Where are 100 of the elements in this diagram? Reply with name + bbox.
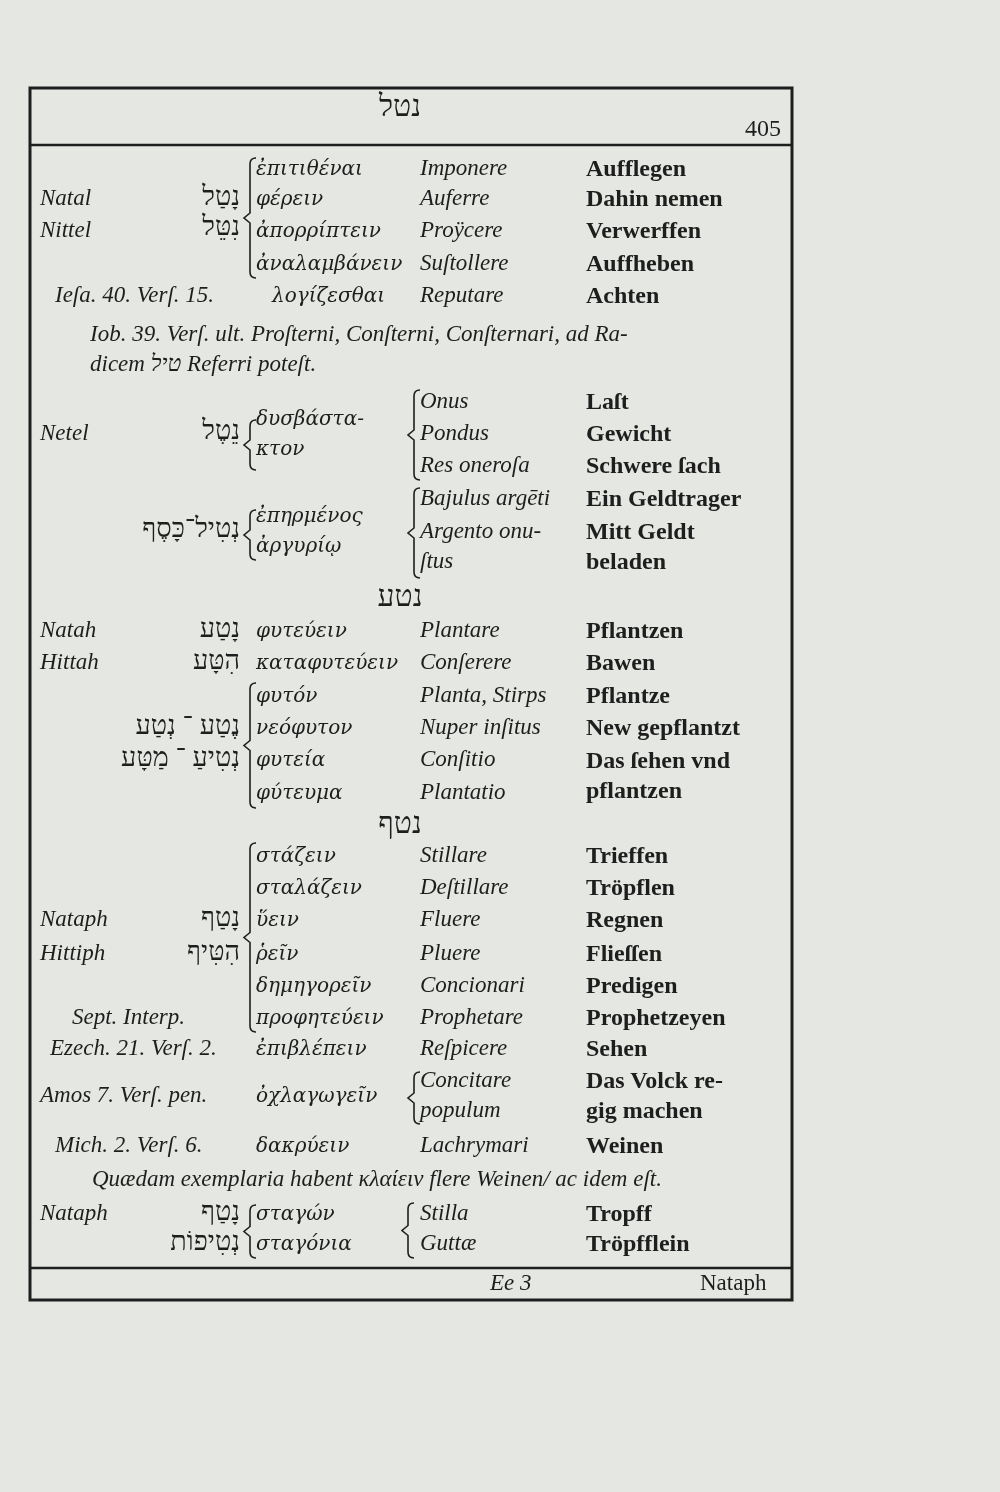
greek-word: σταγόνια xyxy=(256,1230,352,1257)
page-number: 405 xyxy=(745,114,781,143)
german-word: Predigen xyxy=(586,971,678,1000)
german-word: Weinen xyxy=(586,1131,664,1160)
hebrew-word: נָטַף xyxy=(200,902,240,932)
latin-word: Argento onu- ſtus xyxy=(420,517,543,575)
latin-word: Guttæ xyxy=(420,1229,477,1257)
catchword: Nataph xyxy=(700,1269,767,1297)
greek-word: ἀπορρίπτειν xyxy=(256,217,381,244)
greek-word: φύτευμα xyxy=(256,779,343,806)
greek-word: φυτεύειν xyxy=(256,617,347,644)
german-word: Bawen xyxy=(586,648,656,677)
verse-reference: Amos 7. Verſ. pen. xyxy=(40,1081,208,1109)
german-word: Pflantzen xyxy=(586,616,684,645)
latin-word: Planta, Stirps xyxy=(420,681,547,709)
transliteration: Natal xyxy=(40,184,92,212)
transliteration: Hittiph xyxy=(40,939,106,967)
german-word: Das ſehen vnd pflantzen xyxy=(586,746,732,805)
latin-word: Bajulus argēti xyxy=(420,484,551,512)
hebrew-word: נֵטֶל xyxy=(202,415,240,445)
note-text: Quædam exemplaria habent κλαίειν flere Weinen/ ac idem eſt. xyxy=(92,1165,662,1193)
german-word: Tröpflen xyxy=(586,873,675,902)
greek-word: καταφυτεύειν xyxy=(256,649,399,676)
german-word: Ein Geldtrager xyxy=(586,484,742,513)
greek-word: ῥεῖν xyxy=(256,940,299,967)
greek-word: στάζειν xyxy=(256,842,336,869)
hebrew-word: נְטִיעַ ־ מַטָּע xyxy=(121,742,240,772)
german-word: Verwerffen xyxy=(586,216,702,245)
german-word: Trieffen xyxy=(586,841,669,870)
german-word: Gewicht xyxy=(586,419,672,448)
verse-reference: Sept. Interp. xyxy=(72,1003,186,1031)
hebrew-word: הִטָּע xyxy=(192,645,240,675)
greek-word: προφητεύειν xyxy=(256,1004,384,1031)
german-word: Tröpfflein xyxy=(586,1229,690,1258)
verse-reference: Ezech. 21. Verſ. 2. xyxy=(50,1034,217,1062)
latin-word: Prophetare xyxy=(420,1003,524,1031)
latin-word: Plantare xyxy=(420,616,500,644)
german-word: Das Volck re- gig machen xyxy=(586,1066,724,1125)
latin-word: Reſpicere xyxy=(420,1034,508,1062)
latin-word: Auferre xyxy=(420,184,490,212)
latin-word: Plantatio xyxy=(420,778,506,806)
latin-word: Stillare xyxy=(420,841,487,869)
german-word: Tropff xyxy=(586,1199,652,1228)
greek-word: ὕειν xyxy=(256,906,299,933)
latin-word: Fluere xyxy=(420,905,481,933)
greek-word: σταγών xyxy=(256,1200,335,1227)
transliteration: Nittel xyxy=(40,216,92,244)
german-word: Sehen xyxy=(586,1034,648,1063)
latin-word: Pondus xyxy=(420,419,489,447)
greek-word: φυτόν xyxy=(256,682,318,709)
latin-word: Stilla xyxy=(420,1199,469,1227)
latin-word: Onus xyxy=(420,387,469,415)
greek-word: φέρειν xyxy=(256,185,324,212)
german-word: Auffheben xyxy=(586,249,694,278)
german-word: Aufflegen xyxy=(586,154,686,183)
hebrew-word: נָטַע xyxy=(199,613,240,643)
german-word: Prophetzeyen xyxy=(586,1003,726,1032)
greek-word: δυσβάστα- κτον xyxy=(256,405,365,462)
latin-word: Concitare populum xyxy=(420,1066,513,1124)
greek-word: δημηγορεῖν xyxy=(256,972,372,999)
latin-word: Nuper inſitus xyxy=(420,713,541,741)
latin-word: Suſtollere xyxy=(420,249,509,277)
hebrew-root-heading: נטל xyxy=(379,91,421,121)
latin-word: Deſtillare xyxy=(420,873,509,901)
hebrew-root-heading: נטע xyxy=(377,581,423,611)
hebrew-word: נָטַל xyxy=(202,181,240,211)
greek-word: ἐπιβλέπειν xyxy=(256,1035,367,1062)
german-word: Pflantze xyxy=(586,681,670,710)
latin-word: Lachrymari xyxy=(420,1131,529,1159)
greek-word: νεόφυτον xyxy=(256,714,353,741)
transliteration: Nataph xyxy=(40,1199,108,1227)
german-word: Dahin nemen xyxy=(586,184,723,213)
hebrew-word: נֶטַע ־ נְטַע xyxy=(135,710,240,740)
signature-mark: Ee 3 xyxy=(490,1269,532,1297)
verse-reference: Mich. 2. Verſ. 6. xyxy=(55,1131,203,1159)
hebrew-word: נִטֵּל xyxy=(202,211,240,241)
transliteration: Natah xyxy=(40,616,97,644)
greek-word: σταλάζειν xyxy=(256,874,362,901)
hebrew-word: נָטַף xyxy=(200,1196,240,1226)
greek-word: δακρύειν xyxy=(256,1132,350,1159)
german-word: Mitt Geldt beladen xyxy=(586,517,696,576)
hebrew-word: נְטִיפוֹת xyxy=(170,1226,240,1256)
greek-word: φυτεία xyxy=(256,746,326,773)
greek-word: λογίζεσθαι xyxy=(272,282,386,309)
latin-word: Concionari xyxy=(420,971,525,999)
latin-word: Imponere xyxy=(420,154,508,182)
latin-word: Res oneroſa xyxy=(420,451,530,479)
german-word: Schwere ſach xyxy=(586,451,721,480)
greek-word: ἀναλαμβάνειν xyxy=(256,250,403,277)
german-word: Achten xyxy=(586,281,660,310)
transliteration: Netel xyxy=(40,419,89,447)
transliteration: Nataph xyxy=(40,905,108,933)
latin-word: Conſerere xyxy=(420,648,512,676)
latin-word: Proÿcere xyxy=(420,216,503,244)
latin-word: Conſitio xyxy=(420,745,496,773)
verse-reference: Ieſa. 40. Verſ. 15. xyxy=(55,281,215,309)
hebrew-word: נְטִיל־כָּסֶף xyxy=(142,513,240,543)
transliteration: Hittah xyxy=(40,648,99,676)
hebrew-word: הִטִּיף xyxy=(187,936,240,966)
greek-word: ἐπηρμένος ἀργυρίῳ xyxy=(256,502,364,559)
